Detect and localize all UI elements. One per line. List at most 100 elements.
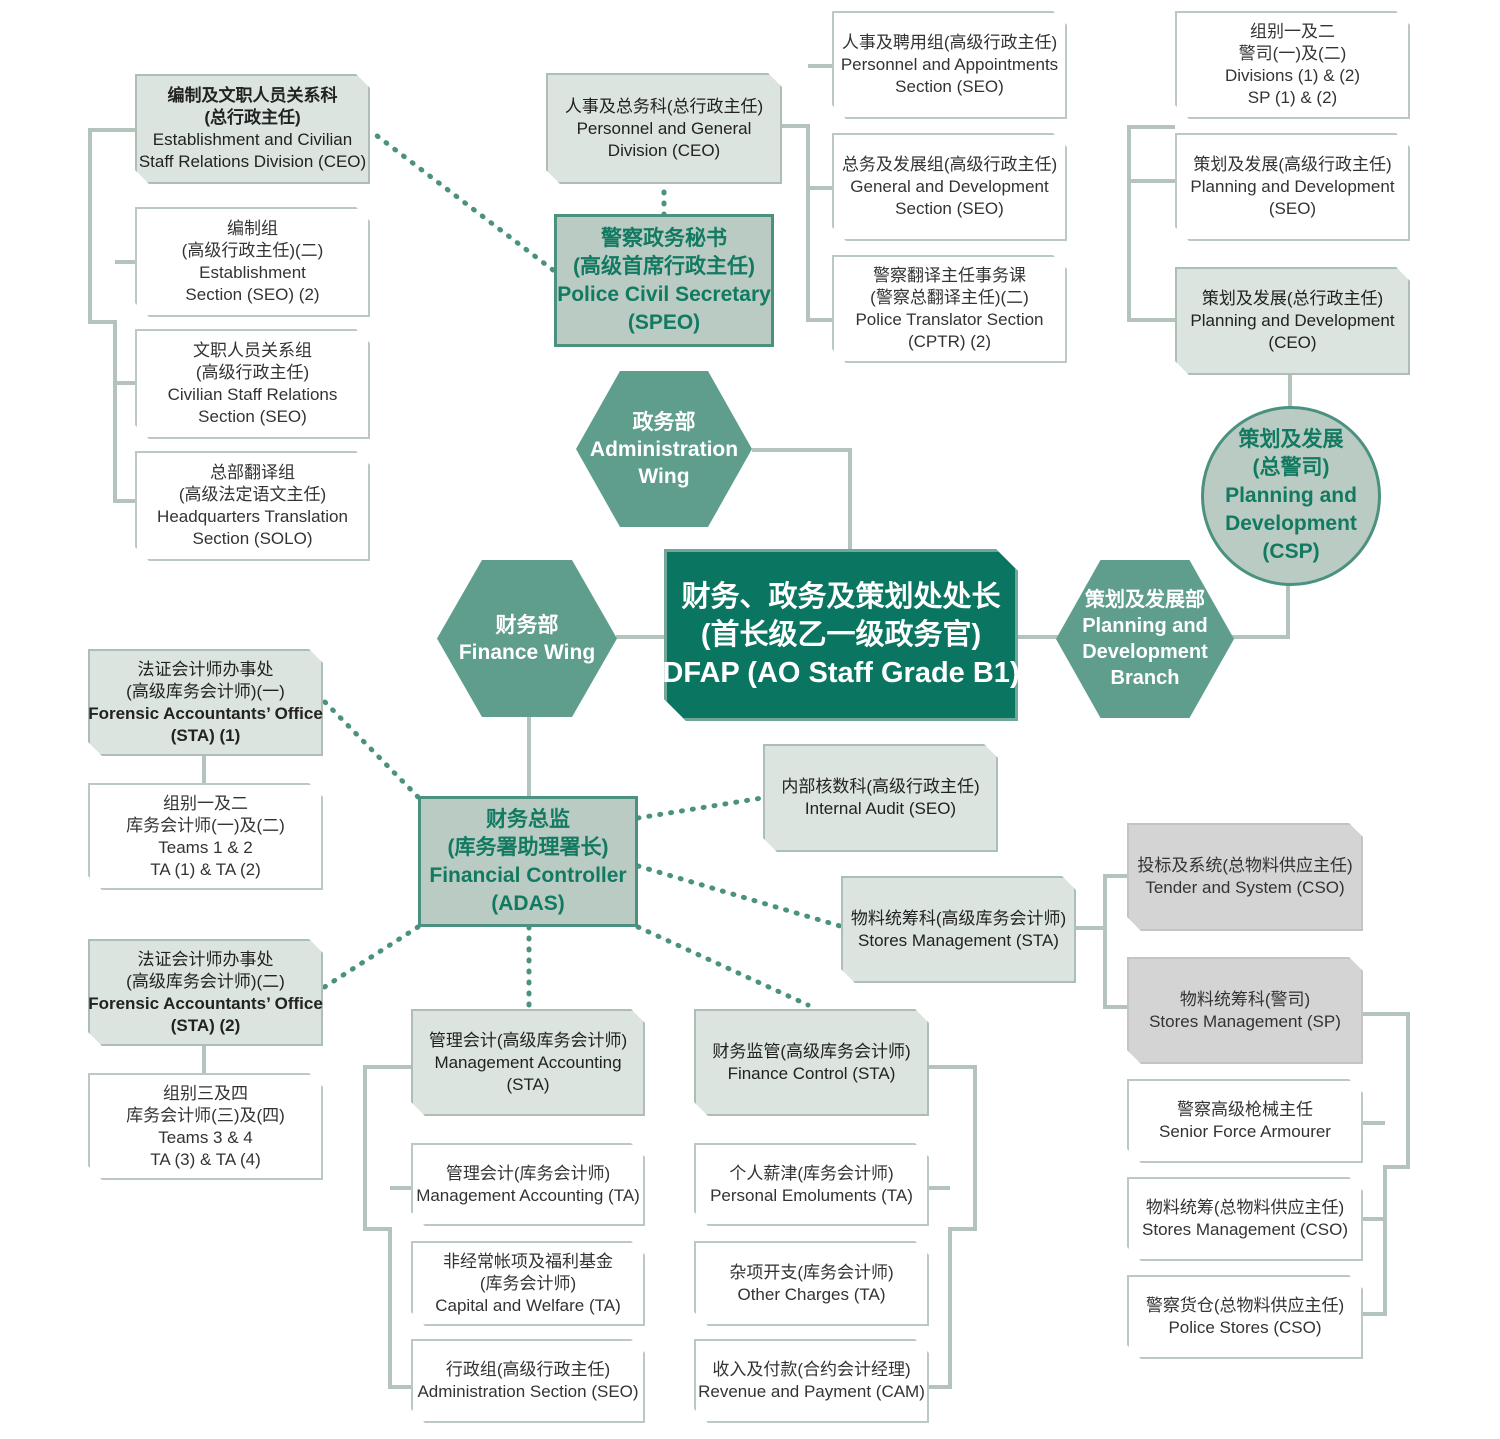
establishment-section-box: 编制组 (高级行政主任)(二) Establishment Section (S… [135, 207, 370, 317]
csp-title-zh: 策划及发展 [1238, 428, 1344, 451]
planning-ceo-box: 策划及发展(总行政主任) Planning and Development (C… [1175, 267, 1410, 375]
csp-abbr: (CSP) [1262, 540, 1320, 563]
connector-management-bracket [363, 1065, 412, 1389]
box-line: 非经常帐项及福利基金 [443, 1251, 613, 1271]
box-line: 编制组 [227, 219, 278, 238]
speo-title-zh: 警察政务秘书 [601, 226, 727, 250]
senior-armourer-box: 警察高级枪械主任 Senior Force Armourer [1127, 1079, 1363, 1163]
box-line: Administration Section (SEO) [417, 1382, 639, 1401]
admin-wing-zh: 政务部 [632, 410, 696, 434]
other-charges-box: 杂项开支(库务会计师) Other Charges (TA) [694, 1241, 929, 1326]
box-line: Section (SEO) [895, 199, 1004, 218]
box-line: 组别三及四 [163, 1083, 248, 1103]
box-line: Other Charges (TA) [737, 1284, 886, 1304]
connector-planning-bracket [1127, 125, 1175, 322]
box-line: 警司(一)及(二) [1238, 44, 1347, 63]
adas-grade-zh: (库务署助理署长) [447, 835, 609, 859]
box-line: (CPTR) (2) [907, 332, 992, 351]
box-line: Planning and Development [1190, 311, 1395, 330]
police-stores-box: 警察货仓(总物料供应主任) Police Stores (CSO) [1127, 1275, 1363, 1359]
box-line: SP (1) & (2) [1247, 88, 1338, 107]
speo-abbr: (SPEO) [627, 310, 701, 334]
admin-wing-en-1: Administration [589, 437, 739, 461]
box-line: Civilian Staff Relations [167, 385, 338, 404]
box-line: 管理会计(高级库务会计师) [428, 1030, 628, 1050]
box-line: Teams 3 & 4 [158, 1127, 253, 1147]
box-line: TA (3) & TA (4) [150, 1149, 261, 1169]
speo-title-en: Police Civil Secretary [557, 282, 771, 306]
speo-node: 警察政务秘书 (高级首席行政主任) Police Civil Secretary… [554, 214, 774, 347]
capital-welfare-box: 非经常帐项及福利基金 (库务会计师) Capital and Welfare (… [411, 1241, 645, 1326]
internal-audit-box: 内部核数科(高级行政主任) Internal Audit (SEO) [763, 744, 998, 852]
box-line: Internal Audit (SEO) [804, 799, 957, 818]
connector-finance-control-bracket [928, 1065, 977, 1389]
dotted-adas-audit [635, 795, 765, 821]
box-line: Section (SOLO) [192, 529, 313, 548]
finance-wing-zh: 财务部 [495, 613, 559, 637]
box-line: 警察高级枪械主任 [1177, 1100, 1313, 1119]
divisions-12-box: 组别一及二 警司(一)及(二) Divisions (1) & (2) SP (… [1175, 11, 1410, 119]
box-line: Planning and Development [1190, 177, 1395, 196]
box-line: (STA) [506, 1074, 550, 1094]
box-line: 总部翻译组 [210, 463, 295, 482]
stores-management-cso-box: 物料统筹(总物料供应主任) Stores Management (CSO) [1127, 1177, 1363, 1261]
box-line: 收入及付款(合约会计经理) [712, 1360, 911, 1379]
management-accounting-sta-box: 管理会计(高级库务会计师) Management Accounting (STA… [411, 1009, 645, 1116]
speo-grade-zh: (高级首席行政主任) [573, 254, 755, 278]
box-line: Establishment [199, 263, 306, 282]
box-line: 个人薪津(库务会计师) [729, 1163, 894, 1183]
box-line: 警察翻译主任事务课 [873, 266, 1026, 285]
box-line: 法证会计师办事处 [137, 949, 274, 969]
box-line: (警察总翻译主任)(二) [870, 288, 1029, 307]
box-line: Stores Management (SP) [1149, 1011, 1341, 1031]
box-line: General and Development [850, 177, 1049, 196]
dotted-adas-forensic2 [320, 924, 421, 991]
teams-12-box: 组别一及二 库务会计师(一)及(二) Teams 1 & 2 TA (1) & … [88, 783, 323, 890]
box-line: 人事及总务科(总行政主任) [564, 96, 764, 116]
police-translator-box: 警察翻译主任事务课 (警察总翻译主任)(二) Police Translator… [832, 255, 1067, 363]
planning-branch-en-2: Development [1082, 641, 1208, 663]
adas-abbr: (ADAS) [491, 891, 565, 915]
box-line: (高级行政主任) [195, 363, 310, 382]
connector-stores-bracket [1075, 874, 1128, 1009]
box-line: Personal Emoluments (TA) [710, 1185, 913, 1205]
management-accounting-ta-box: 管理会计(库务会计师) Management Accounting (TA) [411, 1143, 645, 1226]
box-line: (CEO) [1268, 333, 1317, 352]
box-line: 物料统筹科(高级库务会计师) [850, 908, 1067, 928]
tender-system-box: 投标及系统(总物料供应主任) Tender and System (CSO) [1127, 823, 1363, 931]
finance-wing-node: 财务部 Finance Wing [437, 560, 617, 717]
box-line: Headquarters Translation [157, 507, 348, 526]
personnel-appointments-box: 人事及聘用组(高级行政主任) Personnel and Appointment… [832, 11, 1067, 119]
box-line: Personnel and General [576, 118, 752, 138]
box-line: (库务会计师) [479, 1273, 577, 1293]
box-line: 内部核数科(高级行政主任) [781, 777, 980, 796]
administration-section-box: 行政组(高级行政主任) Administration Section (SEO) [411, 1339, 645, 1423]
hq-translation-box: 总部翻译组 (高级法定语文主任) Headquarters Translatio… [135, 451, 370, 561]
box-line: Staff Relations Division (CEO) [138, 152, 367, 171]
admin-wing-en-2: Wing [638, 464, 690, 488]
box-line: 财务监管(高级库务会计师) [712, 1041, 911, 1061]
dfap-center-node: 财务、政务及策划处处长 (首长级乙一级政务官) DFAP (AO Staff G… [664, 549, 1018, 721]
box-line: 投标及系统(总物料供应主任) [1137, 856, 1353, 875]
box-line: Section (SEO) [198, 407, 307, 426]
box-line: (高级行政主任)(二) [181, 241, 324, 260]
box-line: Stores Management (CSO) [1142, 1220, 1348, 1239]
csp-node: 策划及发展 (总警司) Planning and Development (CS… [1201, 406, 1381, 586]
box-line: (STA) (1) [170, 725, 241, 745]
connector-planning-csp [1232, 578, 1290, 639]
box-line: 杂项开支(库务会计师) [729, 1262, 894, 1282]
csp-title-en-1: Planning and [1225, 484, 1357, 507]
box-line: Management Accounting [434, 1052, 622, 1072]
connector-establishment-bracket [88, 128, 137, 503]
connector-center-admin [752, 448, 852, 552]
general-development-box: 总务及发展组(高级行政主任) General and Development S… [832, 133, 1067, 241]
box-line: 物料统筹科(警司) [1179, 989, 1311, 1009]
box-line: TA (1) & TA (2) [150, 859, 261, 879]
box-line: Tender and System (CSO) [1145, 878, 1345, 897]
box-line: (高级库务会计师)(二) [126, 971, 285, 991]
box-line: Stores Management (STA) [858, 930, 1059, 950]
adas-title-zh: 财务总监 [486, 807, 570, 831]
box-line: Section (SEO) (2) [185, 285, 320, 304]
dotted-adas-forensic1 [320, 697, 421, 800]
